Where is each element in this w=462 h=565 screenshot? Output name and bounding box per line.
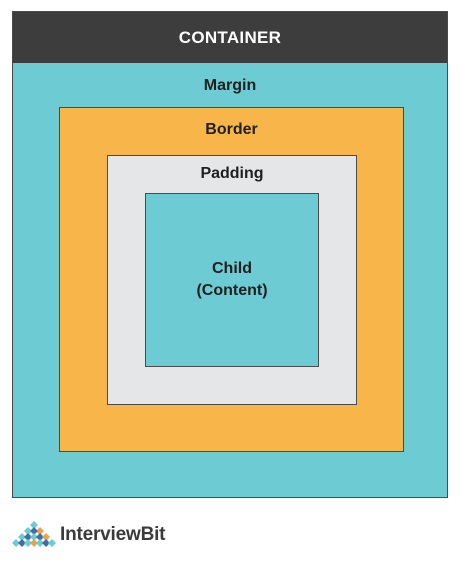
- border-label: Border: [205, 121, 258, 138]
- brand-name: InterviewBit: [60, 524, 166, 545]
- brand: InterviewBit: [12, 520, 165, 550]
- child-label: Child: [212, 260, 252, 277]
- container-header: CONTAINER: [13, 12, 447, 63]
- margin-area: Margin Border Padding Child (Content): [13, 63, 447, 497]
- content-area: Child (Content): [145, 193, 319, 367]
- padding-label: Padding: [200, 165, 264, 182]
- margin-label: Margin: [203, 77, 257, 94]
- interviewbit-logo-icon: [12, 521, 56, 547]
- border-area: Border Padding Child (Content): [59, 107, 404, 452]
- padding-area: Padding Child (Content): [107, 155, 357, 405]
- box-model-diagram: CONTAINER Margin Border Padding Child (C…: [12, 11, 448, 498]
- container-title: CONTAINER: [178, 27, 282, 47]
- content-label: (Content): [196, 282, 268, 299]
